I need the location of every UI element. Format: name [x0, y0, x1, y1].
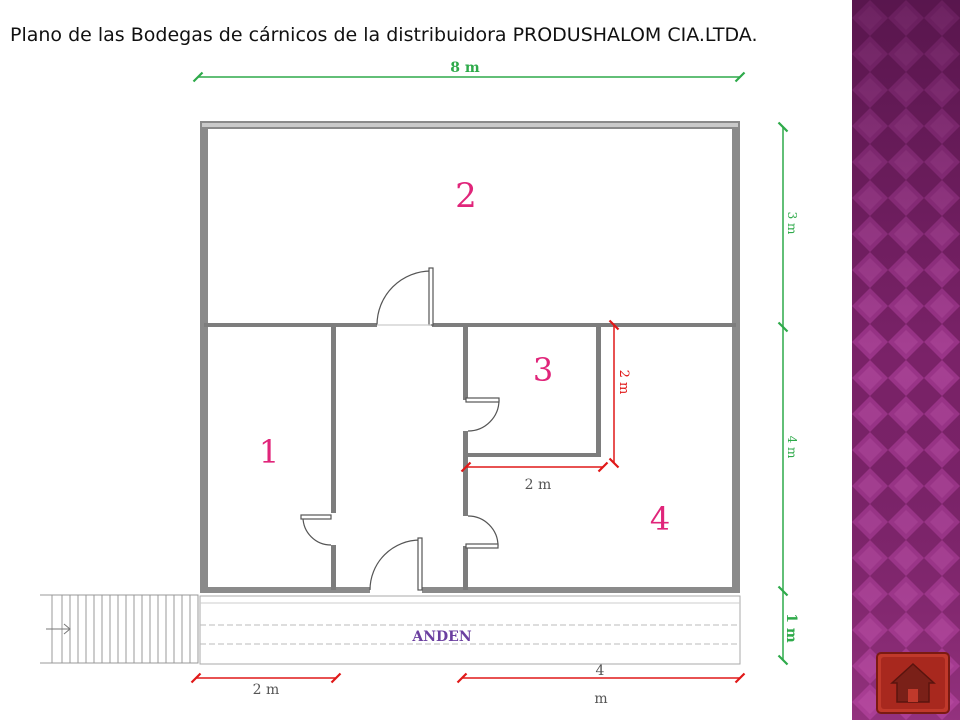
dimension-bottom-left-label: 2 m [253, 682, 280, 698]
doors [300, 267, 500, 591]
room-4-label: 4 [650, 500, 670, 538]
arrow-right-icon [46, 623, 71, 635]
home-button[interactable] [876, 652, 950, 714]
dimension-top-label: 8 m [450, 60, 480, 76]
page-title: Plano de las Bodegas de cárnicos de la d… [10, 24, 758, 46]
dimension-bottom-right-unit: m [594, 691, 607, 707]
room-2-label: 2 [455, 176, 477, 216]
dimension-room3-vertical-label: 2 m [616, 370, 631, 395]
dimension-right-lower-label: 1 m [783, 613, 799, 643]
floor-plan: 2 3 1 4 8 m 3 m 4 m 1 m 2 m 2 m 2 m 4 m … [40, 60, 799, 707]
decorative-sidebar [852, 0, 960, 720]
room-3-label: 3 [533, 351, 553, 389]
dimension-bottom-right-number: 4 [596, 663, 605, 679]
outer-walls [200, 121, 740, 593]
dimension-top: 8 m [192, 60, 746, 83]
dimension-bottom: 2 m 4 m [190, 663, 746, 707]
dimension-right-upper-label: 3 m [785, 212, 799, 235]
dimension-right: 3 m 4 m 1 m [777, 121, 799, 666]
interior-walls [204, 323, 736, 590]
dimension-right-middle-label: 4 m [785, 436, 799, 459]
dimension-room3: 2 m 2 m [460, 319, 631, 493]
dimension-room3-horizontal-label: 2 m [525, 477, 552, 493]
home-icon [876, 652, 950, 714]
room-1-label: 1 [259, 433, 279, 471]
anden-platform [199, 595, 741, 665]
anden-label: ANDEN [411, 629, 471, 645]
